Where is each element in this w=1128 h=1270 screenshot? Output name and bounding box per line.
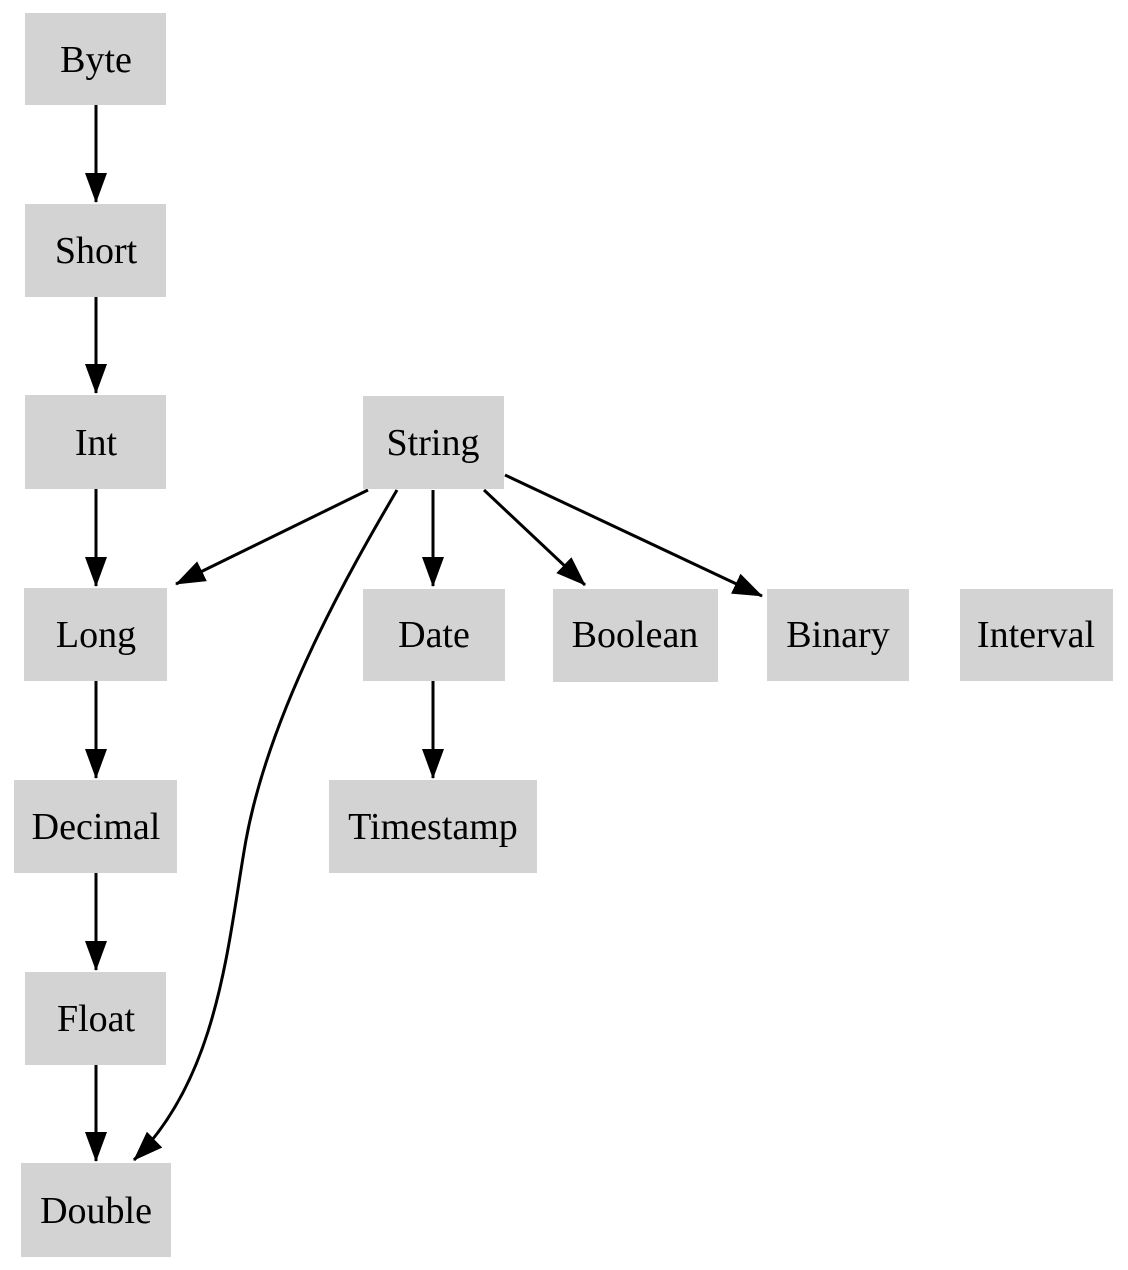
node-binary-label: Binary (786, 614, 889, 656)
node-byte-label: Byte (60, 39, 132, 81)
node-interval-box (960, 589, 1113, 681)
node-binary-box (767, 589, 909, 681)
edge-layer (85, 105, 763, 1162)
node-string-label: String (387, 422, 480, 464)
node-byte-box (25, 13, 166, 105)
node-boolean: Boolean (553, 589, 718, 682)
node-int-label: Int (75, 422, 118, 464)
node-long-label: Long (56, 614, 136, 656)
edge-string-double (132, 489, 399, 1162)
node-timestamp: Timestamp (329, 780, 537, 873)
node-short-box (25, 204, 166, 297)
node-decimal: Decimal (14, 780, 177, 873)
node-long: Long (24, 588, 167, 681)
node-float-label: Float (57, 998, 136, 1040)
node-interval: Interval (960, 589, 1113, 681)
node-decimal-label: Decimal (32, 806, 161, 848)
node-boolean-box (553, 589, 718, 682)
node-int: Int (25, 395, 166, 489)
node-float: Float (25, 972, 166, 1065)
node-string-box (363, 396, 504, 489)
node-float-box (25, 972, 166, 1065)
node-date-label: Date (398, 614, 470, 656)
node-boolean-label: Boolean (572, 614, 699, 656)
node-timestamp-box (329, 780, 537, 873)
node-short-label: Short (55, 230, 138, 272)
node-timestamp-label: Timestamp (348, 806, 518, 848)
node-string: String (363, 396, 504, 489)
node-long-box (24, 588, 167, 681)
node-byte: Byte (25, 13, 166, 105)
node-date: Date (363, 589, 505, 681)
node-int-box (25, 395, 166, 489)
node-double-label: Double (40, 1190, 152, 1232)
node-date-box (363, 589, 505, 681)
node-binary: Binary (767, 589, 909, 681)
node-interval-label: Interval (977, 614, 1095, 656)
node-double: Double (21, 1163, 171, 1257)
edge-string-binary (504, 473, 763, 598)
node-decimal-box (14, 780, 177, 873)
node-short: Short (25, 204, 166, 297)
node-layer: Byte Short Int String Long Date (14, 13, 1113, 1257)
edge-string-long (175, 488, 369, 586)
node-double-box (21, 1163, 171, 1257)
edge-string-boolean (482, 488, 587, 587)
